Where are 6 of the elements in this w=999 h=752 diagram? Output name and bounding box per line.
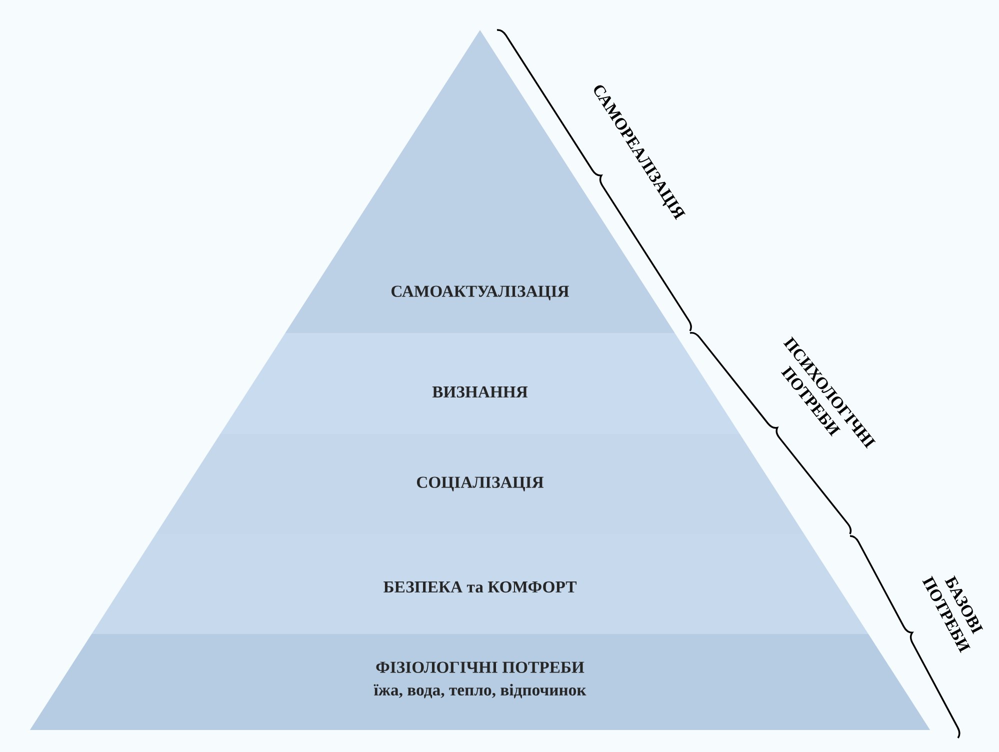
- pyramid-level: ВИЗНАННЯ: [220, 333, 740, 434]
- pyramid-level: БЕЗПЕКА та КОМФОРТ: [92, 534, 868, 634]
- pyramid-level: ФІЗІОЛОГІЧНІ ПОТРЕБИ їжа, вода, тепло, відпочинок: [30, 634, 930, 730]
- node-label: БЕЗПЕКА та КОМФОРТ: [384, 581, 577, 593]
- node-label: СОЦІАЛІЗАЦІЯ: [416, 476, 544, 492]
- node-label: ВИЗНАННЯ: [432, 386, 528, 398]
